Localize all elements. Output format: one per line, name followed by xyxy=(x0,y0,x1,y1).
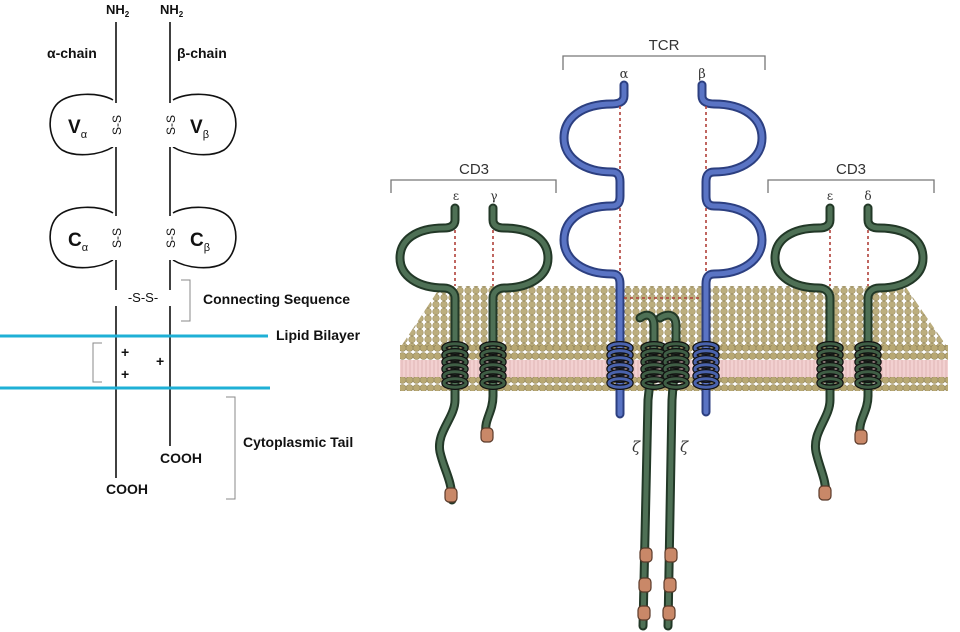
connecting-sequence-label: Connecting Sequence xyxy=(203,291,350,307)
cd3-right-delta-helix xyxy=(854,341,882,390)
alpha-charge-1: + xyxy=(121,344,129,360)
v-beta-label: Vβ xyxy=(190,117,209,141)
cd3-left-gamma-chain xyxy=(481,203,553,437)
cd3-right-delta-segment xyxy=(854,429,868,445)
transmembrane-bracket xyxy=(92,342,102,383)
beta-n-terminus: NH2 xyxy=(160,2,184,19)
cd3-right-bracket xyxy=(767,179,935,193)
tcr-alpha-label: α xyxy=(620,67,629,82)
alpha-chain-label: α-chain xyxy=(47,45,97,61)
cd3-left-links xyxy=(454,230,494,286)
zeta-label-1: ζ xyxy=(632,438,641,456)
cd3-left-label: CD3 xyxy=(459,161,489,178)
zeta-2-segment-1 xyxy=(664,547,678,563)
cd3-left-bracket xyxy=(390,179,557,193)
c-beta-disulfide: S-S xyxy=(164,228,178,248)
cd3-left-gamma-segment xyxy=(480,427,494,443)
beta-c-terminus: COOH xyxy=(160,450,202,466)
cd3-right-epsilon: ε xyxy=(827,189,833,203)
c-beta-label: Cβ xyxy=(190,230,210,254)
cytoplasmic-tail-label: Cytoplasmic Tail xyxy=(243,434,353,450)
cd3-right-epsilon-helix xyxy=(816,341,844,390)
cd3-left-epsilon-helix xyxy=(441,341,469,390)
zeta-1-segment-2 xyxy=(638,577,652,593)
c-beta-domain xyxy=(172,206,237,269)
beta-chain-label: β-chain xyxy=(177,45,227,61)
zeta-label-2: ζ xyxy=(680,438,689,456)
tcr-beta-chain xyxy=(697,80,767,417)
v-alpha-disulfide: S-S xyxy=(110,115,124,135)
c-alpha-disulfide: S-S xyxy=(110,228,124,248)
interchain-disulfide: -S-S- xyxy=(128,290,158,305)
tcr-beta-helix xyxy=(692,341,720,390)
zeta-2-helix xyxy=(662,341,690,390)
zeta-1-segment-3 xyxy=(637,605,651,621)
zeta-1-segment-1 xyxy=(639,547,653,563)
cytoplasmic-segments xyxy=(444,427,868,621)
beta-charge: + xyxy=(156,353,164,369)
c-alpha-label: Cα xyxy=(68,230,89,254)
cytoplasmic-tail-bracket xyxy=(226,396,236,500)
zeta-2-segment-2 xyxy=(663,577,677,593)
cd3-left-epsilon-segment xyxy=(444,487,458,503)
alpha-charge-2: + xyxy=(121,366,129,382)
tcr-alpha-helix xyxy=(606,341,634,390)
cd3-right-epsilon-segment xyxy=(818,485,832,501)
tcr-beta-label: β xyxy=(698,67,706,82)
c-alpha-domain xyxy=(49,206,114,269)
tcr-label: TCR xyxy=(649,37,680,54)
tcr-alpha-chain xyxy=(559,80,629,419)
cd3-right-links xyxy=(829,230,869,286)
connecting-sequence-bracket xyxy=(181,279,191,322)
tcr-schematic: NH2 NH2 α-chain β-chain Vα Vβ Cα Cβ S-S … xyxy=(0,2,361,500)
cd3-right-label: CD3 xyxy=(836,161,866,178)
v-alpha-label: Vα xyxy=(68,117,88,141)
lipid-bilayer-label: Lipid Bilayer xyxy=(276,327,361,343)
v-alpha-domain xyxy=(49,93,114,156)
cd3-left-epsilon-chain xyxy=(395,203,460,505)
cd3-left-gamma-helix xyxy=(479,341,507,390)
zeta-2-segment-3 xyxy=(662,605,676,621)
cd3-left-epsilon: ε xyxy=(453,189,459,203)
v-beta-domain xyxy=(172,93,237,156)
zeta-1-helix xyxy=(640,341,668,390)
alpha-c-terminus: COOH xyxy=(106,481,148,497)
alpha-n-terminus: NH2 xyxy=(106,2,130,19)
tcr-bracket xyxy=(562,55,766,70)
v-beta-disulfide: S-S xyxy=(164,115,178,135)
transmembrane-helices xyxy=(441,341,882,390)
cd3-right-delta: δ xyxy=(864,189,871,203)
cd3-right-delta-chain xyxy=(855,203,928,439)
cd3-left-gamma: γ xyxy=(490,189,497,203)
cd3-right-epsilon-chain xyxy=(770,203,835,501)
tcr-disulfide-links xyxy=(619,106,707,299)
tcr-cd3-complex: TCR α β CD3 ε γ CD3 ε δ xyxy=(390,37,948,631)
